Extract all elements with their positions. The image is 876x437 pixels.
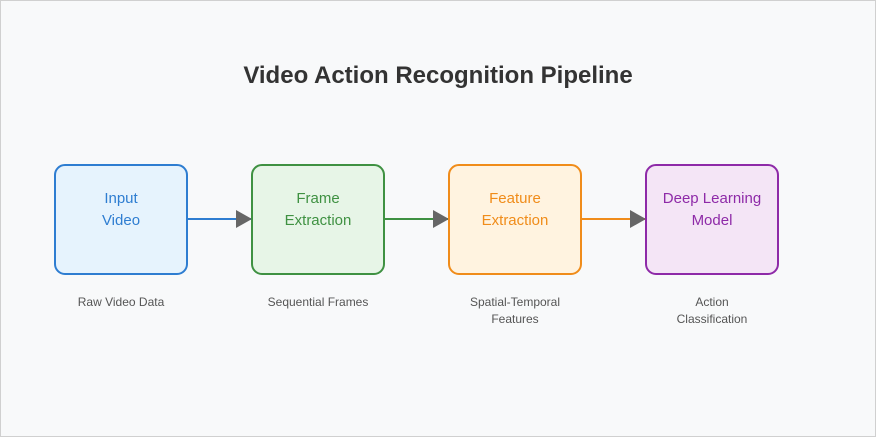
stage-caption-line1: Action <box>695 295 728 309</box>
stage-label-line2: Extraction <box>482 212 549 229</box>
stage-deep-learning-model: Deep Learning Model Action Classificatio… <box>645 164 779 326</box>
stage-label-line2: Video <box>102 212 140 229</box>
stage-caption-line1: Raw Video Data <box>78 295 165 309</box>
stage-label-line1: Deep Learning <box>663 190 761 207</box>
stage-caption-line1: Sequential Frames <box>268 295 369 309</box>
stage-box-input-video <box>54 164 188 275</box>
stage-box-frame-extraction <box>251 164 385 275</box>
stage-label-line1: Frame <box>296 190 339 207</box>
stage-box-feature-extraction <box>448 164 582 275</box>
diagram-title: Video Action Recognition Pipeline <box>243 62 633 89</box>
arrow-head-input-to-frame <box>236 210 252 228</box>
arrow-head-feature-to-model <box>630 210 646 228</box>
stage-caption-line2: Classification <box>677 312 748 326</box>
stage-caption-line1: Spatial-Temporal <box>470 295 560 309</box>
stage-frame-extraction: Frame Extraction Sequential Frames <box>251 164 385 309</box>
stage-label-line1: Input <box>104 190 138 207</box>
arrow-head-frame-to-feature <box>433 210 449 228</box>
stage-caption-line2: Features <box>491 312 538 326</box>
stage-feature-extraction: Feature Extraction Spatial-Temporal Feat… <box>448 164 582 326</box>
stage-label-line2: Model <box>692 212 733 229</box>
stage-label-line1: Feature <box>489 190 541 207</box>
stage-input-video: Input Video Raw Video Data <box>54 164 188 309</box>
stage-box-deep-learning-model <box>645 164 779 275</box>
stage-label-line2: Extraction <box>285 212 352 229</box>
